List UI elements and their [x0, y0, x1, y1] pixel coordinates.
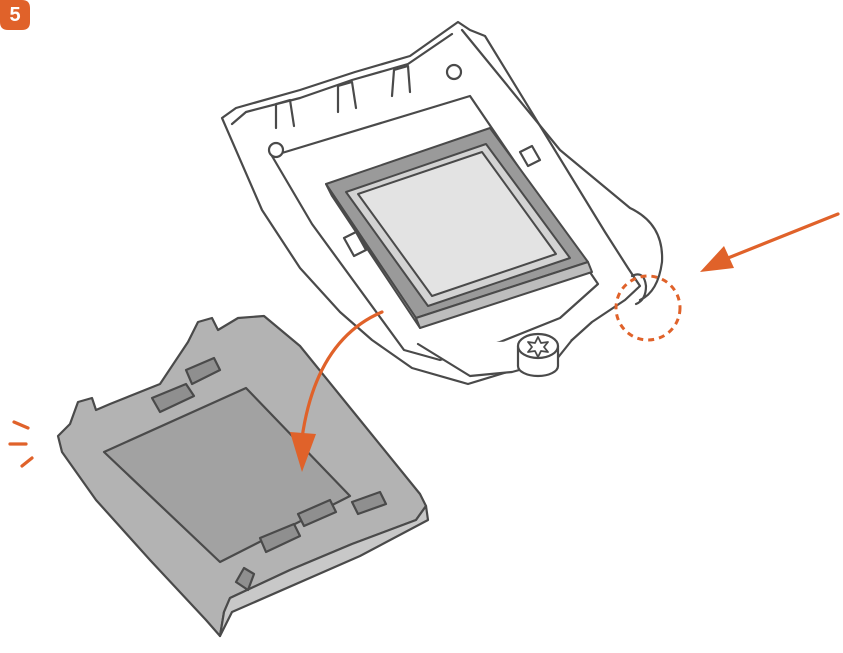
cpu-package — [325, 127, 593, 329]
socket-cover — [56, 314, 430, 638]
cover-clip-bottom — [234, 566, 256, 592]
torx-screw-icon — [516, 332, 560, 378]
step-badge-shape — [0, 0, 30, 30]
dashed-circle-icon — [614, 274, 682, 342]
step-number: 5 — [9, 4, 21, 26]
hinge-bar — [230, 32, 454, 126]
cover-tab-right — [350, 490, 388, 516]
snap-marks-icon — [8, 420, 34, 468]
retention-lever — [460, 28, 664, 302]
cpu-substrate-edge-bottom — [415, 261, 593, 329]
step-badge: 5 — [0, 0, 30, 30]
socket-cover-inner — [102, 386, 352, 564]
cover-tab-bottom-2 — [296, 498, 338, 528]
side-tab-left — [342, 230, 368, 258]
cover-tab-top-right — [184, 356, 222, 386]
cover-tab-top — [150, 382, 196, 414]
corner-screw-top-right — [445, 63, 463, 81]
hinge-clips — [274, 64, 412, 130]
cover-bottom-lip — [218, 504, 430, 638]
cpu-heatspreader — [357, 151, 557, 297]
corner-screw-top-left — [267, 141, 285, 159]
curved-arrow-down-icon — [290, 310, 384, 472]
arrow-left-down-icon — [700, 212, 840, 272]
cover-tab-bottom-1 — [258, 522, 302, 554]
side-tab-right — [518, 144, 542, 168]
lever-hook — [630, 273, 648, 306]
